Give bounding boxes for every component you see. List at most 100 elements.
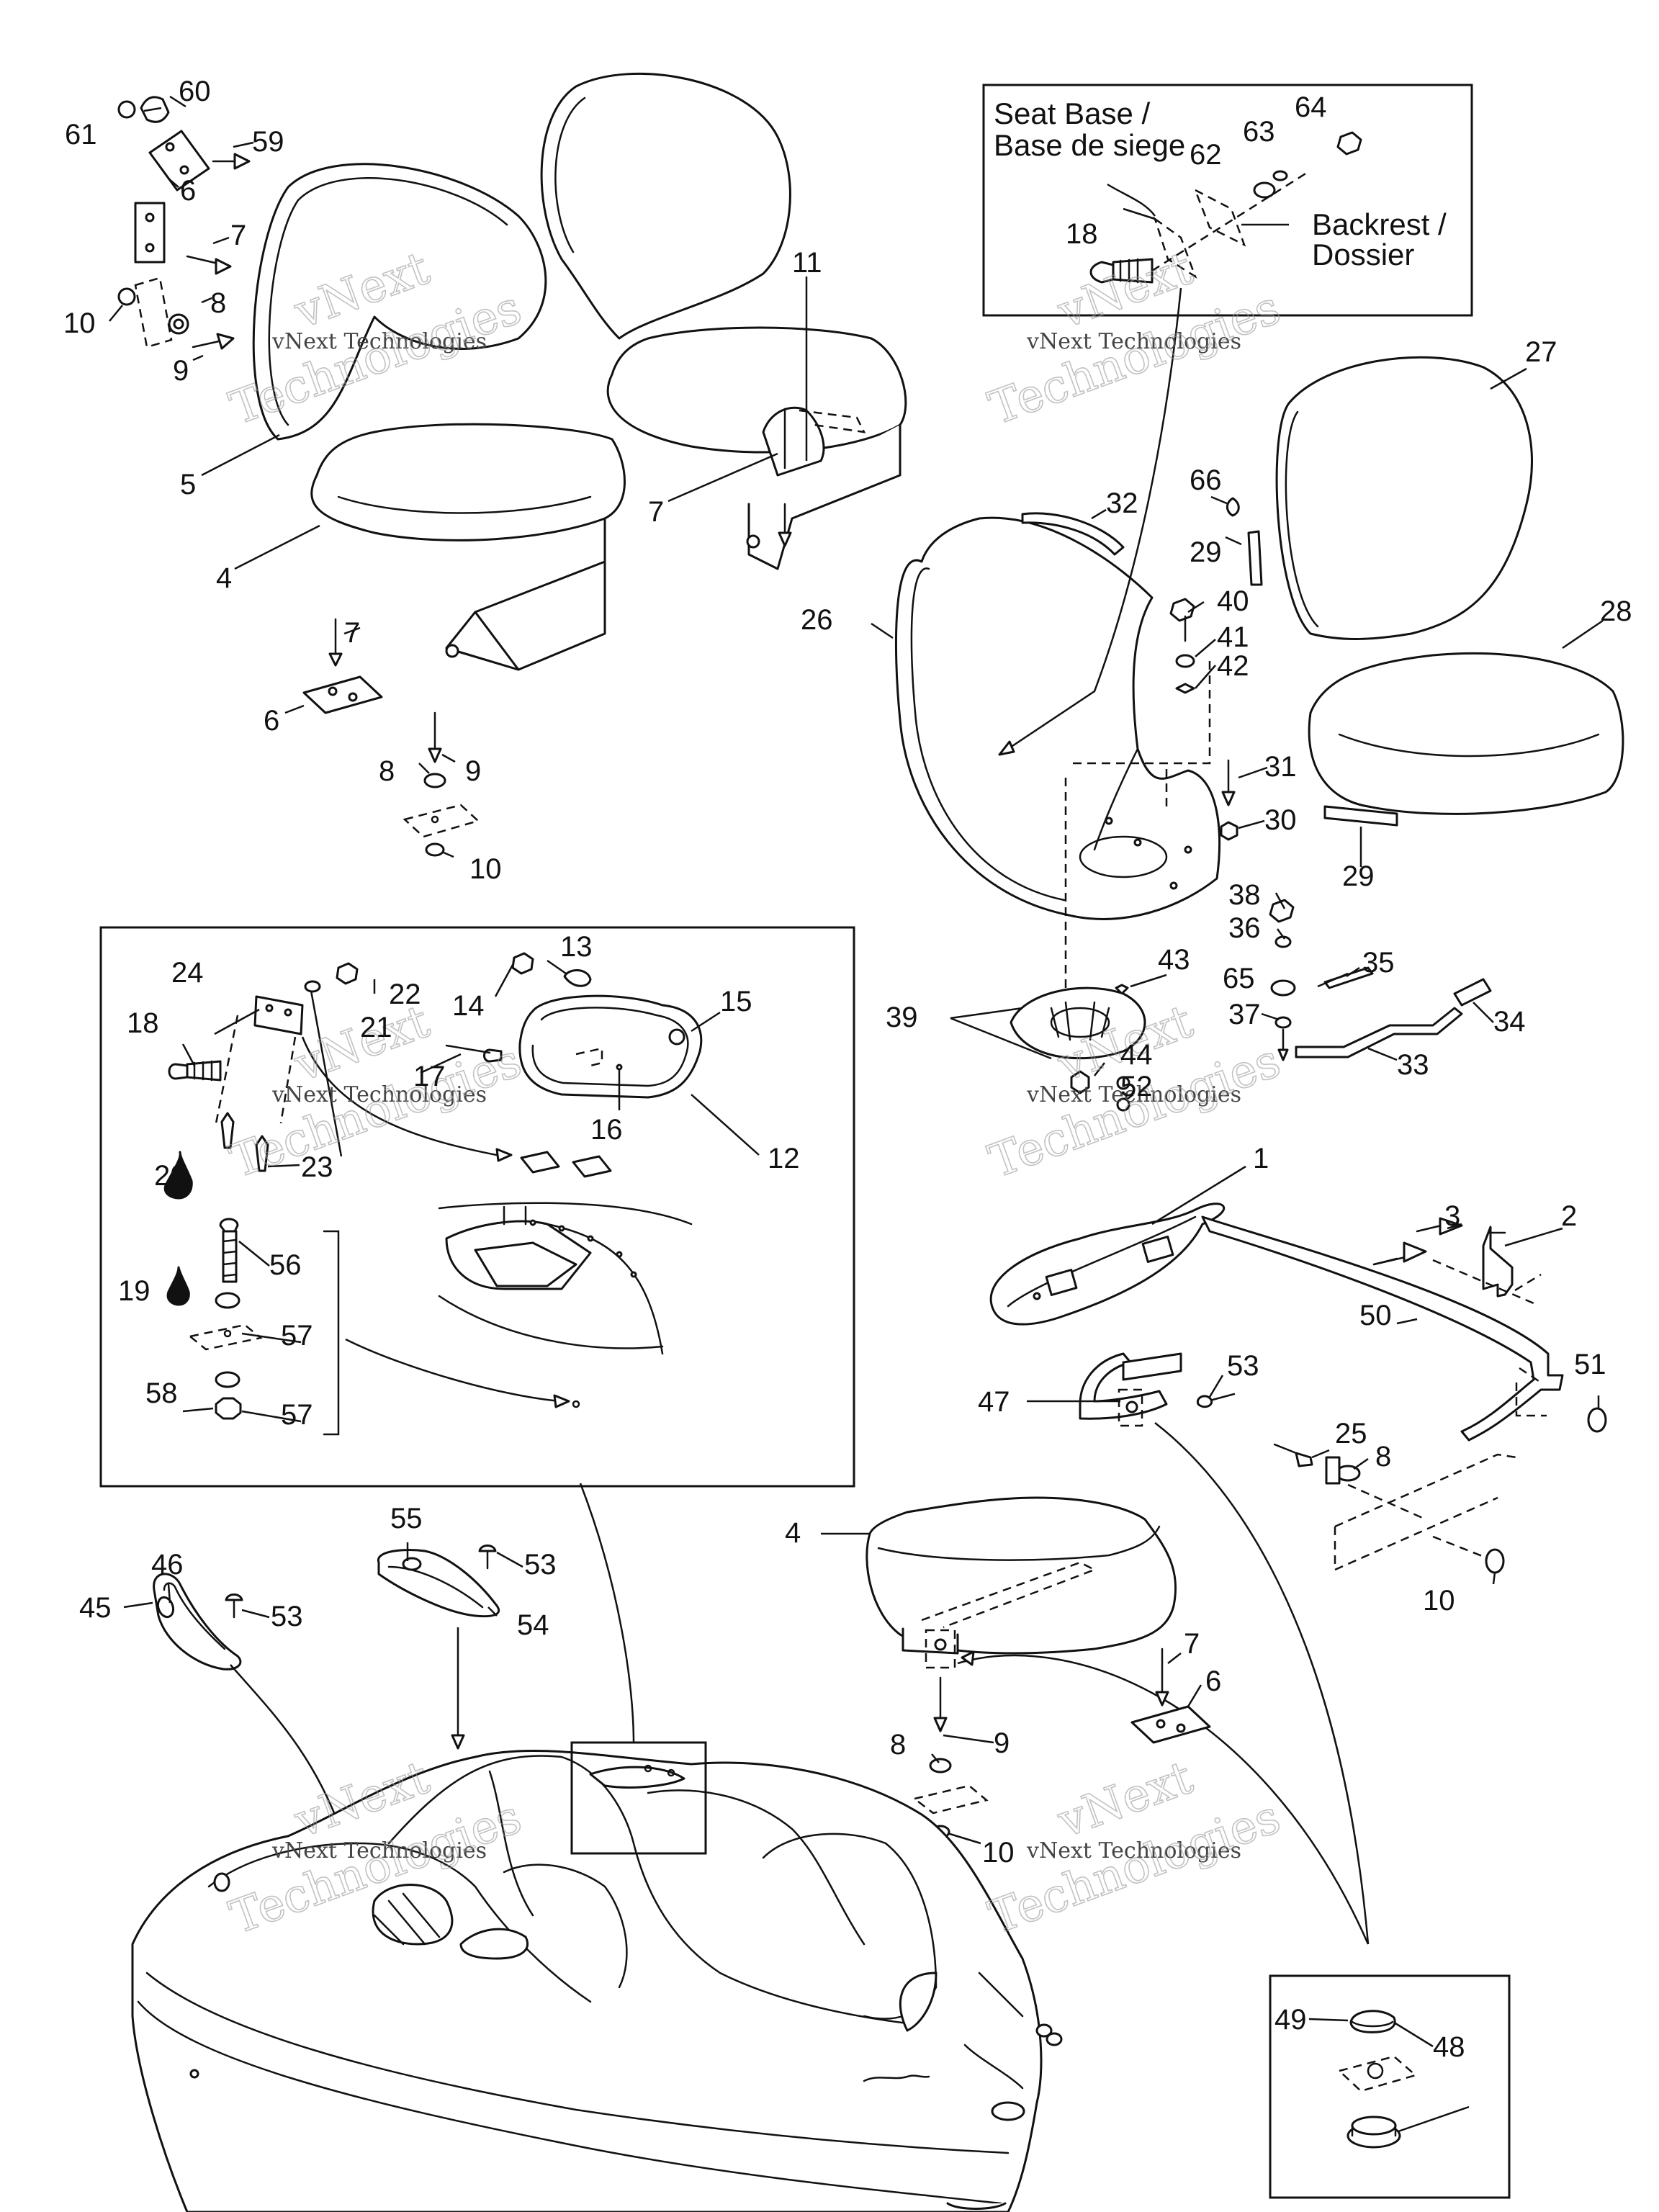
callout-9-left: 9	[465, 755, 481, 787]
callout-22: 22	[389, 979, 421, 1010]
boat-hull	[131, 1483, 1063, 2212]
leader-lines	[109, 95, 1604, 2133]
svg-text:vNext Technologies: vNext Technologies	[1026, 1082, 1241, 1107]
callout-1: 1	[1253, 1143, 1269, 1174]
front-seat-backrest-cushion	[1226, 356, 1624, 827]
callout-61: 61	[65, 119, 97, 150]
callout-53-mid: 53	[524, 1549, 557, 1581]
callout-37: 37	[1228, 999, 1261, 1030]
svg-text:vNext Technologies: vNext Technologies	[271, 1838, 487, 1863]
callout-33: 33	[1397, 1049, 1429, 1081]
callout-18-latch: 18	[127, 1007, 159, 1039]
callout-15: 15	[720, 986, 752, 1017]
seat-base-label: Seat Base /	[994, 96, 1150, 130]
svg-text:vNext Technologies: vNext Technologies	[1026, 329, 1241, 354]
top-left-hardware	[117, 96, 251, 350]
callout-10-lower: 10	[982, 1837, 1015, 1869]
cover-plug-inset-frame	[1269, 1974, 1511, 2199]
callout-7-top: 7	[230, 220, 246, 251]
callout-9-top: 9	[173, 355, 189, 387]
rear-seat-assembly-center	[540, 72, 907, 570]
callout-14: 14	[452, 990, 485, 1022]
cover-plug-detail	[1337, 2010, 1418, 2149]
callout-41: 41	[1217, 621, 1249, 653]
callout-59: 59	[252, 126, 284, 158]
callout-19: 19	[118, 1275, 150, 1307]
callout-12: 12	[768, 1143, 800, 1174]
callout-52: 52	[1120, 1071, 1153, 1102]
callout-8-right: 8	[1375, 1441, 1391, 1473]
callout-10-top: 10	[63, 307, 96, 339]
callout-25: 25	[1335, 1418, 1367, 1449]
callout-4-top: 4	[216, 562, 232, 594]
callout-11: 11	[792, 247, 822, 279]
callout-7-center: 7	[648, 496, 664, 528]
watermark-top-right: vNext Technologies vNext Technologies	[981, 241, 1287, 436]
callout-20: 20	[154, 1160, 186, 1192]
callout-labels: 61 60 59 6 7 8 10 9 5 4 11 7 7 6 8 9 10 …	[63, 76, 1632, 2063]
left-seat-bracket-hardware	[302, 618, 480, 857]
callout-54: 54	[517, 1609, 549, 1641]
callout-50: 50	[1359, 1300, 1392, 1331]
callout-8-top: 8	[210, 287, 226, 319]
callout-47: 47	[978, 1386, 1010, 1418]
callout-49: 49	[1274, 2004, 1307, 2036]
callout-43: 43	[1158, 944, 1190, 976]
callout-60: 60	[179, 76, 211, 107]
callout-13: 13	[560, 931, 593, 963]
callout-6-left: 6	[264, 705, 279, 737]
callout-8-lower: 8	[890, 1729, 906, 1761]
callout-65: 65	[1223, 963, 1255, 994]
callout-31: 31	[1264, 751, 1297, 783]
callout-24: 24	[171, 957, 204, 989]
footrest-pads	[153, 1545, 500, 1844]
callout-10-left: 10	[469, 853, 502, 885]
callout-40: 40	[1217, 585, 1249, 617]
callout-53-right: 53	[1227, 1350, 1259, 1382]
callout-46: 46	[151, 1549, 184, 1581]
callout-57-lower: 57	[281, 1399, 313, 1431]
callout-55: 55	[390, 1503, 423, 1534]
latch-assembly-detail	[163, 952, 703, 1436]
svg-text:vNext Technologies: vNext Technologies	[271, 1082, 487, 1107]
seat-latch-inset-frame	[99, 926, 855, 1488]
seat-base-backrest-notes: Seat Base / Base de siege Backrest / Dos…	[994, 96, 1447, 271]
seat-frame	[894, 287, 1221, 1022]
callout-29-upper: 29	[1190, 536, 1222, 568]
callout-35: 35	[1362, 947, 1395, 979]
callout-27: 27	[1525, 336, 1557, 368]
callout-2: 2	[1561, 1200, 1577, 1232]
callout-34: 34	[1493, 1006, 1526, 1038]
rear-seat-assembly-left	[252, 163, 626, 671]
callout-28: 28	[1600, 595, 1632, 627]
callout-26: 26	[801, 604, 833, 636]
seat-base-backrest-detail	[1089, 131, 1362, 284]
callout-3: 3	[1444, 1200, 1460, 1232]
callout-29-lower: 29	[1342, 860, 1375, 892]
callout-39: 39	[886, 1002, 918, 1033]
callout-7-left: 7	[344, 617, 360, 649]
callout-51: 51	[1574, 1349, 1606, 1380]
callout-18-inset: 18	[1066, 218, 1098, 250]
callout-57-upper: 57	[281, 1320, 313, 1352]
callout-5: 5	[180, 469, 196, 500]
callout-48: 48	[1433, 2031, 1465, 2063]
callout-23: 23	[301, 1151, 333, 1183]
svg-text:vNext Technologies: vNext Technologies	[271, 329, 487, 354]
seat-mount-hardware	[950, 598, 1492, 1112]
callout-30: 30	[1264, 804, 1297, 836]
callout-17: 17	[413, 1061, 446, 1092]
callout-64: 64	[1295, 91, 1327, 123]
seat-base-backrest-inset-frame	[982, 84, 1473, 317]
seat-pan-bracket	[989, 1202, 1607, 1945]
callout-7-lower: 7	[1184, 1628, 1200, 1660]
callout-16: 16	[590, 1114, 623, 1146]
callout-6-top: 6	[180, 175, 196, 207]
callout-45: 45	[79, 1592, 112, 1624]
callout-38: 38	[1228, 879, 1261, 911]
callout-4-lower: 4	[785, 1517, 801, 1549]
seat-base-label-fr: Base de siege	[994, 128, 1185, 162]
callout-21: 21	[360, 1012, 392, 1043]
callout-56: 56	[269, 1249, 302, 1281]
